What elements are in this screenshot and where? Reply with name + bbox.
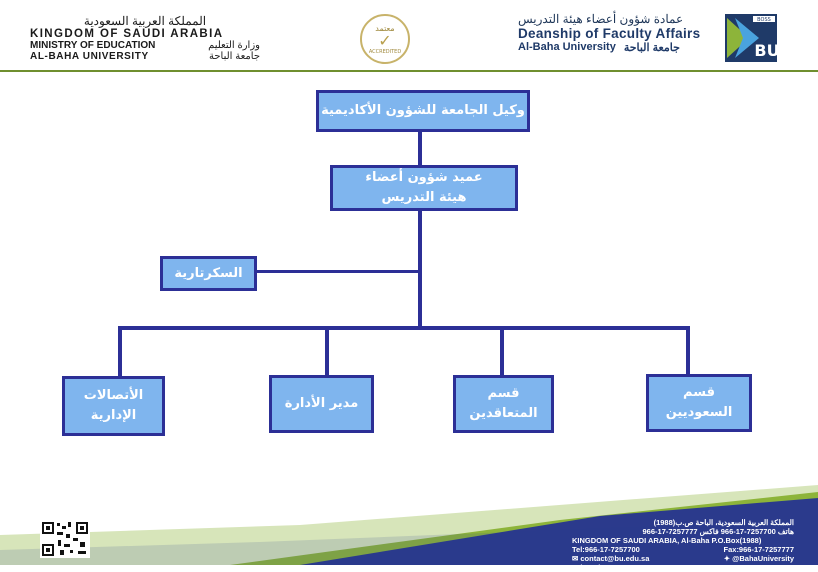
connector-top-dean	[418, 130, 422, 170]
admin-communications-line2: الإدارية	[90, 408, 137, 423]
deanship-english: Deanship of Faculty Affairs	[518, 26, 701, 41]
connector-dept-4	[686, 326, 690, 376]
header-right-block: عمادة شؤون أعضاء هيئة التدريس Deanship o…	[518, 12, 728, 54]
footer-twitter: @BahaUniversity	[732, 554, 794, 563]
connector-secretariat	[255, 270, 420, 273]
bu-logo-text: BU	[754, 41, 779, 60]
vice-rector-label: وكيل الجامعة للشؤون الأكاديمية	[321, 103, 525, 118]
footer-band	[0, 485, 818, 565]
box-secretariat: السكرتارية	[160, 256, 257, 291]
admin-communications-line1: الأتصالات	[83, 388, 144, 403]
footer-twitter-row[interactable]: ✦ @BahaUniversity	[724, 554, 794, 563]
saudis-line2: السعوديين	[665, 405, 733, 420]
box-admin-communications: الأتصالات الإدارية	[62, 376, 165, 436]
footer-email-row[interactable]: ✉ contact@bu.edu.sa	[572, 554, 649, 563]
box-contractors-dept: قسم المتعاقدين	[453, 375, 554, 433]
right-university-english: Al-Baha University	[518, 41, 616, 53]
box-saudis-dept: قسم السعوديين	[646, 374, 752, 432]
ministry-row: MINISTRY OF EDUCATION وزارة التعليم	[30, 40, 260, 51]
footer-tel-fax-row: Tel:966-17-7257700 Fax:966-17-7257777	[572, 545, 794, 554]
university-row: AL-BAHA UNIVERSITY جامعة الباحة	[30, 51, 260, 62]
connector-dean-trunk	[418, 208, 422, 328]
dean-label-line1: عميد شؤون أعضاء	[365, 170, 483, 185]
kingdom-english: KINGDOM OF SAUDI ARABIA	[30, 28, 224, 40]
footer-phone-arabic: هاتف 7257700-17-966 فاكس 7257777-17-966	[642, 527, 794, 536]
right-university-row: Al-Baha University جامعة الباحة	[518, 41, 728, 54]
seal-english: ACCREDITED	[368, 48, 402, 55]
connector-horizontal-bus	[118, 326, 690, 330]
header-left-block: المملكة العربية السعودية KINGDOM OF SAUD…	[30, 14, 260, 62]
footer-tel: Tel:966-17-7257700	[572, 545, 640, 554]
bu-logo-tag: BOSS	[757, 17, 771, 23]
connector-dept-2	[325, 326, 329, 376]
kingdom-arabic: المملكة العربية السعودية	[83, 14, 207, 28]
twitter-icon: ✦	[723, 554, 733, 563]
connector-dept-1	[118, 326, 122, 379]
box-vice-rector: وكيل الجامعة للشؤون الأكاديمية	[316, 90, 530, 132]
header-divider	[0, 70, 818, 72]
university-arabic: جامعة الباحة	[209, 51, 260, 62]
footer-web-row[interactable]: ⊕ bu.edu.sa	[572, 563, 794, 572]
bu-logo: BOSS BU	[725, 12, 795, 64]
footer-contact-block: المملكة العربية السعودية، الباحة ص.ب(198…	[572, 518, 794, 572]
dean-label-line2: هيئة التدريس	[381, 190, 467, 205]
secretariat-label: السكرتارية	[174, 265, 243, 281]
qr-code	[40, 520, 90, 558]
footer-address-english: KINGDOM OF SAUDI ARABIA, Al-Baha P.O.Box…	[572, 536, 762, 545]
admin-manager-label: مدير الأدارة	[284, 396, 359, 411]
right-university-arabic: جامعة الباحة	[623, 42, 680, 54]
footer-web: bu.edu.sa	[580, 563, 616, 572]
saudis-line1: قسم	[683, 385, 715, 400]
mail-icon: ✉	[572, 554, 581, 563]
footer-fax: Fax:966-17-7257777	[723, 545, 794, 554]
ministry-english: MINISTRY OF EDUCATION	[30, 40, 156, 51]
contractors-line1: قسم	[487, 386, 520, 401]
accreditation-seal: معتمد ✓ ACCREDITED	[360, 14, 410, 64]
university-english: AL-BAHA UNIVERSITY	[30, 51, 149, 62]
connector-dept-3	[500, 326, 504, 377]
footer-email: contact@bu.edu.sa	[580, 554, 650, 563]
footer-address-arabic: المملكة العربية السعودية، الباحة ص.ب(198…	[653, 518, 794, 527]
contractors-line2: المتعاقدين	[469, 406, 538, 421]
box-dean: عميد شؤون أعضاء هيئة التدريس	[330, 165, 518, 211]
check-icon: ✓	[378, 30, 392, 50]
bu-logo-graphic: BOSS BU	[725, 14, 780, 62]
footer-social-row: ✉ contact@bu.edu.sa ✦ @BahaUniversity	[572, 554, 794, 563]
qr-code-icon	[40, 520, 90, 558]
box-admin-manager: مدير الأدارة	[269, 375, 374, 433]
seal-arabic: معتمد	[375, 23, 395, 33]
deanship-arabic: عمادة شؤون أعضاء هيئة التدريس	[518, 12, 684, 26]
ministry-arabic: وزارة التعليم	[208, 40, 260, 51]
